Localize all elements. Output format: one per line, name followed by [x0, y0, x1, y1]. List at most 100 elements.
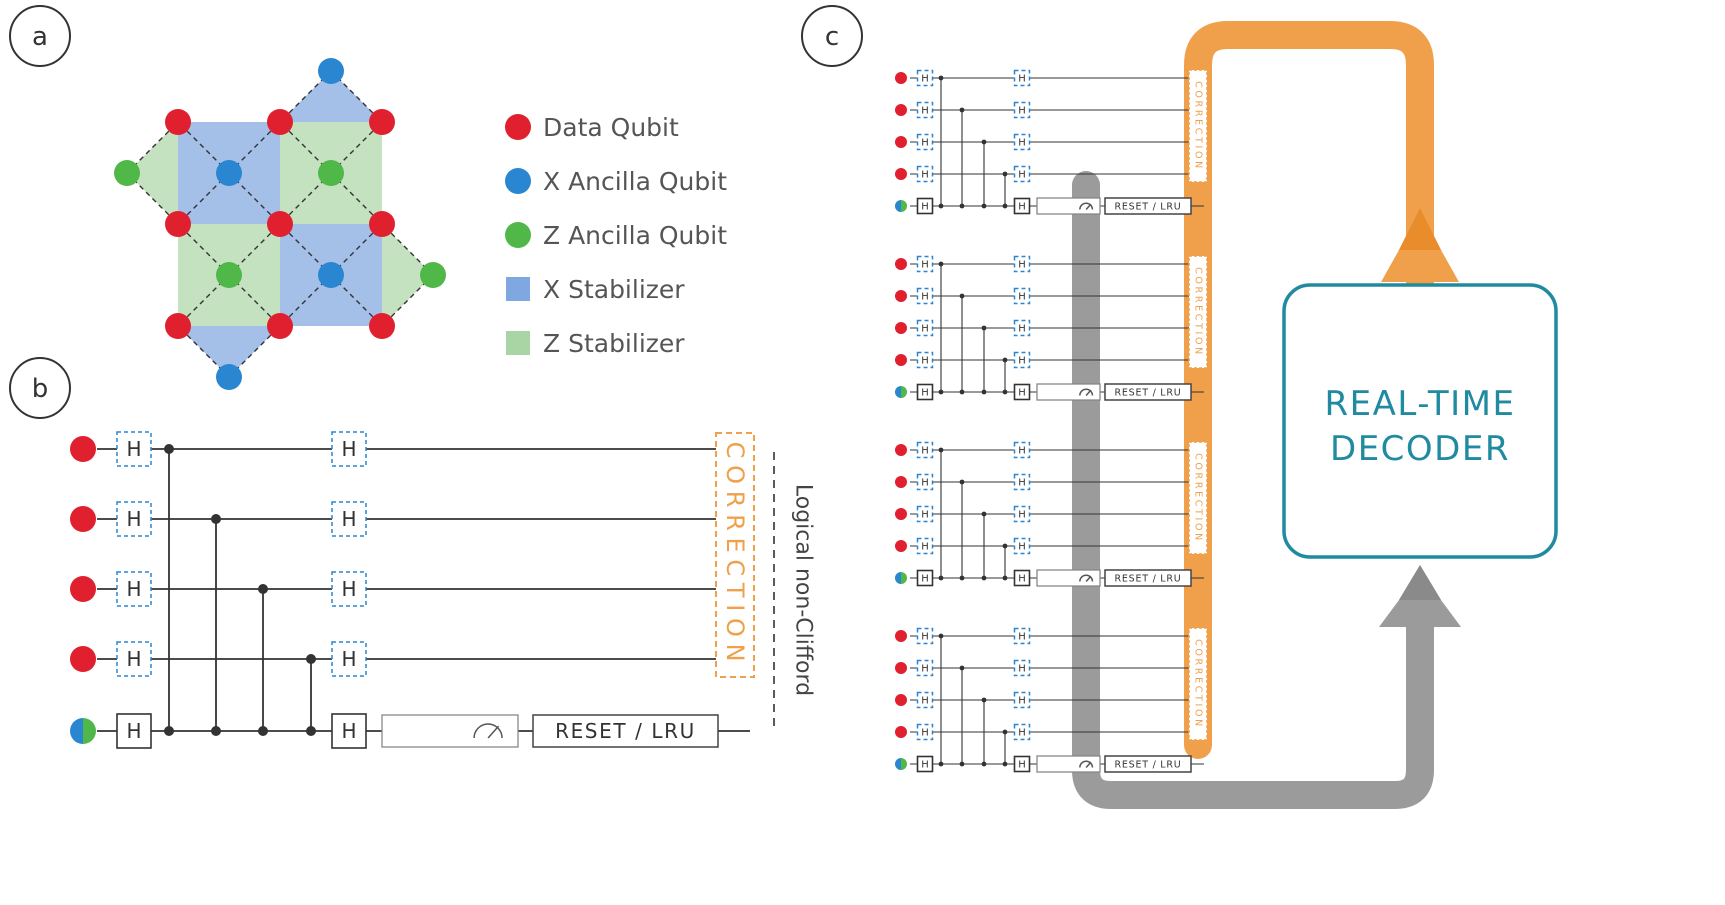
- meter-needle: [1085, 203, 1092, 211]
- data-qubit: [895, 72, 907, 84]
- hadamard-gate: H: [916, 537, 934, 555]
- feedback-path-layer: [1072, 21, 1461, 809]
- legend-label: X Stabilizer: [543, 275, 685, 304]
- correction-label: CORRECTION: [1193, 267, 1204, 357]
- reset-frame: [532, 714, 719, 748]
- gate-label: H: [921, 170, 929, 181]
- reset-frame: [1104, 383, 1192, 401]
- correction-frame: [1188, 69, 1208, 183]
- ancilla-qubit-dot: [895, 386, 907, 398]
- data-qubit: [895, 104, 907, 116]
- gate-label: H: [1018, 356, 1026, 367]
- surface-code-lattice: [114, 58, 446, 390]
- legend-swatch-dot: [505, 168, 531, 194]
- z-ancilla-qubit: [420, 262, 446, 288]
- reset-frame: [1104, 569, 1192, 587]
- gate-box: [1013, 69, 1031, 87]
- hadamard-gate: H: [331, 501, 367, 537]
- gate-box: [916, 627, 934, 645]
- hadamard-gate: H: [916, 165, 934, 183]
- gate-label: H: [921, 202, 929, 213]
- hadamard-gate: H: [916, 255, 934, 273]
- hadamard-gate: H: [116, 641, 152, 677]
- hadamard-gate: H: [916, 473, 934, 491]
- z-stabilizer-boundary: [382, 224, 433, 326]
- control-dot: [981, 389, 987, 395]
- data-qubit: [369, 313, 395, 339]
- control-dot: [981, 203, 987, 209]
- gate-label: H: [921, 106, 929, 117]
- hadamard-gate: H: [1013, 723, 1031, 741]
- legend-label: Z Ancilla Qubit: [543, 221, 727, 250]
- hadamard-gate: H: [331, 641, 367, 677]
- hadamard-gate: H: [916, 383, 934, 401]
- data-qubit: [895, 444, 907, 456]
- hadamard-gate: H: [1013, 133, 1031, 151]
- logical-non-clifford-label: Logical non-Clifford: [791, 484, 816, 696]
- gate-label: H: [1018, 760, 1026, 771]
- hadamard-gate: H: [1013, 505, 1031, 523]
- decoder-box: [1282, 283, 1558, 559]
- correction-box: CORRECTION: [1188, 627, 1208, 741]
- z-stabilizer-boundary: [127, 122, 178, 224]
- hadamard-gate: H: [116, 713, 152, 749]
- decoder-label-line2: DECODER: [1330, 429, 1510, 469]
- control-dot: [164, 726, 174, 736]
- control-dot: [306, 654, 316, 664]
- measurement-box: [381, 714, 519, 748]
- hadamard-gate: H: [916, 569, 934, 587]
- z-half: [901, 572, 907, 584]
- control-dot: [258, 726, 268, 736]
- x-ancilla-qubit: [216, 364, 242, 390]
- gate-label: H: [921, 728, 929, 739]
- data-qubit: [895, 258, 907, 270]
- measurement-box: [1036, 755, 1101, 773]
- gate-label: H: [921, 510, 929, 521]
- hadamard-gate: H: [1013, 691, 1031, 709]
- correction-arrowhead-shade: [1399, 208, 1441, 250]
- legend-item: Data Qubit: [505, 113, 679, 142]
- syndrome-feedback-path: [1072, 171, 1434, 809]
- gate-label: H: [921, 388, 929, 399]
- control-dot: [938, 389, 944, 395]
- gate-box: [116, 501, 152, 537]
- gate-box: [1013, 723, 1031, 741]
- meter-icon: [1079, 388, 1094, 396]
- gate-label: H: [126, 437, 141, 461]
- measurement-box: [1036, 383, 1101, 401]
- hadamard-gate: H: [916, 755, 934, 773]
- hadamard-gate: H: [116, 431, 152, 467]
- correction-label: CORRECTION: [1193, 639, 1204, 729]
- data-qubit: [895, 540, 907, 552]
- gate-box: [116, 571, 152, 607]
- panel-label-a: a: [9, 5, 71, 67]
- z-ancilla-qubit: [318, 160, 344, 186]
- meter-icon: [1079, 760, 1094, 768]
- gate-label: H: [126, 507, 141, 531]
- ancilla-qubit-dot: [70, 718, 96, 744]
- data-qubit: [70, 506, 96, 532]
- gate-box: [331, 431, 367, 467]
- z-half: [901, 200, 907, 212]
- gate-box: [1013, 351, 1031, 369]
- gate-box: [1013, 473, 1031, 491]
- gate-label: H: [1018, 510, 1026, 521]
- reset-label: RESET / LRU: [1115, 387, 1182, 398]
- hadamard-gate: H: [916, 197, 934, 215]
- hadamard-gate: H: [916, 287, 934, 305]
- control-dot: [938, 761, 944, 767]
- data-qubit: [267, 109, 293, 135]
- control-dot: [981, 511, 987, 517]
- gate-label: H: [921, 574, 929, 585]
- gate-box: [916, 537, 934, 555]
- gate-label: H: [1018, 632, 1026, 643]
- hadamard-gate: H: [1013, 441, 1031, 459]
- x-stabilizer-boundary: [280, 71, 382, 122]
- gate-label: H: [341, 437, 356, 461]
- hadamard-gate: H: [1013, 537, 1031, 555]
- gate-box: [916, 287, 934, 305]
- meter-needle: [487, 725, 500, 739]
- hadamard-gate: H: [1013, 101, 1031, 119]
- data-qubit: [895, 322, 907, 334]
- hadamard-gate: H: [331, 571, 367, 607]
